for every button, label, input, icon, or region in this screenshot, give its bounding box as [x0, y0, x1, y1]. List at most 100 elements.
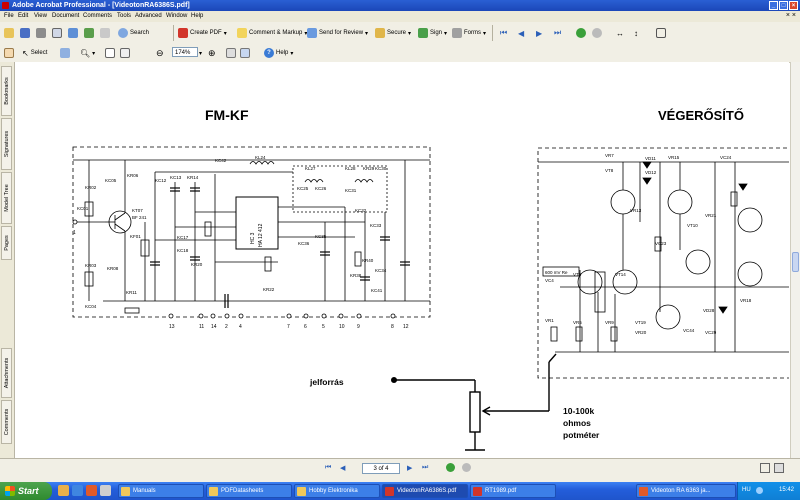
select-tool-button[interactable]: ↖ Select — [22, 46, 47, 60]
pan-zoom-button[interactable] — [240, 46, 250, 60]
hand-tool-button[interactable] — [4, 46, 14, 60]
continuous-view-button[interactable] — [120, 46, 130, 60]
zoom-dropdown[interactable]: ▾ — [199, 46, 202, 60]
component-label: VT19 — [635, 320, 646, 325]
language-indicator[interactable]: HU — [742, 487, 751, 493]
menu-comments[interactable]: Comments — [83, 13, 113, 19]
comment-markup-button[interactable]: Comment & Markup▾ — [237, 26, 307, 40]
menu-window[interactable]: Window — [166, 13, 188, 19]
zoom-in-button[interactable]: ⊕ — [208, 46, 216, 60]
zoom-out-button[interactable]: ⊖ — [156, 46, 164, 60]
task-hobby-elektronika[interactable]: Hobby Elektronika — [294, 484, 380, 498]
potentiometer-symbol — [469, 391, 481, 433]
tab-model-tree[interactable]: Model Tree — [1, 172, 12, 224]
next-page-nav-icon[interactable]: ▶ — [407, 465, 413, 472]
tab-comments[interactable]: Comments — [1, 400, 12, 444]
component-label: VD12 — [645, 170, 657, 175]
task-manuals[interactable]: Manuals — [118, 484, 204, 498]
single-page-icon[interactable] — [760, 463, 770, 473]
search-label: Search — [130, 30, 150, 36]
task-pdfdatasheets[interactable]: PDFDatasheets — [206, 484, 292, 498]
first-page-nav-icon[interactable]: ⏮ — [325, 464, 332, 471]
email-button[interactable] — [52, 26, 62, 40]
clock[interactable]: 15:42 — [778, 487, 794, 493]
pen-button[interactable] — [84, 26, 94, 40]
go-forward-button[interactable] — [592, 26, 602, 40]
rotate-button[interactable] — [656, 26, 666, 40]
continuous-page-icon[interactable] — [774, 463, 784, 473]
search-button[interactable]: Search — [118, 26, 149, 40]
component-label: VR9 — [605, 320, 614, 325]
quicklaunch-explorer-icon[interactable] — [58, 485, 69, 496]
tab-pages[interactable]: Pages — [1, 226, 12, 260]
menu-advanced[interactable]: Advanced — [135, 13, 162, 19]
page-view-button[interactable] — [105, 46, 115, 60]
secure-button[interactable]: Secure▾ — [375, 26, 411, 40]
zoom-tool-button[interactable]: 🔍︎▾ — [80, 48, 96, 58]
send-review-button[interactable]: Send for Review▾ — [307, 26, 368, 40]
menu-help[interactable]: Help — [191, 13, 204, 19]
minimize-button[interactable]: _ — [769, 1, 778, 10]
document-view[interactable]: FM-KF VÉGERŐSÍTŐ jelforrás 10-100k ohmos… — [15, 62, 789, 458]
first-page-button[interactable]: ⏮ — [500, 26, 507, 40]
quicklaunch-desktop-icon[interactable] — [100, 485, 111, 496]
previous-page-icon: ◀ — [518, 28, 525, 38]
help-button[interactable]: ? Help▾ — [264, 46, 293, 60]
forward-nav-icon[interactable] — [462, 463, 471, 472]
menu-view[interactable]: View — [34, 13, 47, 19]
comment-icon — [237, 28, 247, 38]
component-label: VR21 — [705, 213, 717, 218]
document-close-icon[interactable]: × × — [785, 12, 796, 19]
go-back-button[interactable] — [576, 26, 586, 40]
sign-button[interactable]: Sign▾ — [418, 26, 447, 40]
start-button[interactable]: Start — [0, 482, 52, 500]
page-number-field[interactable]: 3 of 4 — [362, 463, 400, 474]
quicklaunch-firefox-icon[interactable] — [86, 485, 97, 496]
task-videoton-ra6363[interactable]: Videoton RA 6363 ja... — [636, 484, 736, 498]
last-page-nav-icon[interactable]: ⏭ — [422, 464, 429, 471]
last-page-button[interactable]: ⏭ — [554, 26, 561, 40]
navigation-panel: Bookmarks Signatures Model Tree Pages At… — [0, 62, 15, 458]
close-button[interactable]: × — [789, 1, 798, 10]
component-label: KL27 — [305, 166, 316, 171]
tab-attachments[interactable]: Attachments — [1, 348, 12, 398]
snapshot-button[interactable] — [60, 46, 70, 60]
fit-width-button[interactable]: ↔ — [616, 26, 624, 40]
back-nav-icon[interactable] — [446, 463, 455, 472]
attach-button[interactable] — [100, 26, 110, 40]
amplifier-title: VÉGERŐSÍTŐ — [658, 108, 744, 123]
create-pdf-button[interactable]: Create PDF▾ — [178, 26, 227, 40]
menu-edit[interactable]: Edit — [18, 13, 29, 19]
menu-tools[interactable]: Tools — [117, 13, 132, 19]
rotate-icon — [656, 28, 666, 38]
pin-number: 13 — [169, 324, 175, 330]
component-label: KC17 — [177, 235, 189, 240]
print-button[interactable] — [36, 26, 46, 40]
view-toolbar: ↖ Select 🔍︎▾ ⊖ 174% ▾ ⊕ ? Help▾ — [0, 44, 800, 63]
pin-number: 14 — [211, 324, 217, 330]
menu-file[interactable]: File — [4, 13, 14, 19]
fit-page-button[interactable]: ↕ — [634, 26, 638, 40]
scroll-thumb[interactable] — [792, 252, 799, 272]
next-page-button[interactable]: ▶ — [536, 26, 542, 40]
organizer-button[interactable] — [68, 26, 78, 40]
tab-bookmarks[interactable]: Bookmarks — [1, 66, 12, 116]
prev-page-nav-icon[interactable]: ◀ — [340, 465, 346, 472]
zoom-level-field[interactable]: 174% — [172, 47, 198, 57]
menu-document[interactable]: Document — [52, 13, 80, 19]
pin-number: 12 — [403, 324, 409, 330]
lock-icon — [375, 28, 385, 38]
pin-number: 8 — [391, 324, 394, 330]
tray-network-icon[interactable] — [756, 487, 763, 494]
tab-signatures[interactable]: Signatures — [1, 118, 12, 170]
maximize-button[interactable]: □ — [779, 1, 788, 10]
task-videoton-pdf[interactable]: VideotonRA6386S.pdf — [382, 484, 468, 498]
forms-button[interactable]: Forms▾ — [452, 26, 486, 40]
save-button[interactable] — [20, 26, 30, 40]
previous-page-button[interactable]: ◀ — [518, 26, 524, 40]
quicklaunch-ie-icon[interactable] — [72, 485, 83, 496]
loupe-button[interactable] — [226, 46, 236, 60]
task-rt1989-pdf[interactable]: RT1989.pdf — [470, 484, 556, 498]
vertical-scrollbar[interactable] — [790, 62, 800, 458]
open-button[interactable] — [4, 26, 14, 40]
